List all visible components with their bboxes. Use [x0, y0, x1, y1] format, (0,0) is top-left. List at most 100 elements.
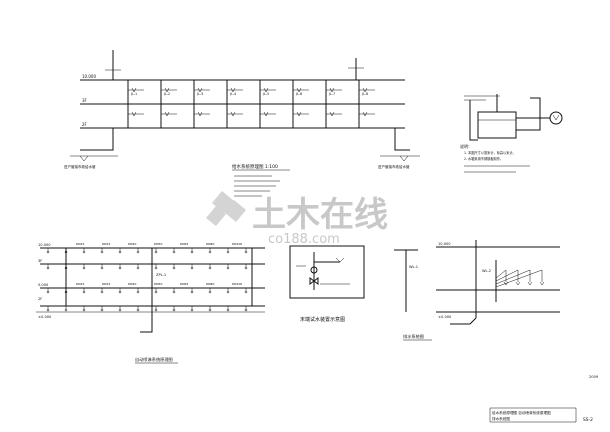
supply-notes	[234, 175, 280, 197]
left-inlet-pipe	[80, 128, 114, 151]
sprinkler-head-icon	[154, 250, 158, 254]
valve-icon	[309, 277, 319, 285]
sprinkler-head-icon	[208, 266, 212, 270]
pipe-size-label: DN65	[180, 242, 188, 246]
sprinkler-head-icon	[244, 308, 248, 312]
drain-branches	[450, 269, 545, 325]
titleblock-line-2: 排水系统图	[492, 416, 510, 421]
sprinkler-head-icon	[118, 290, 122, 294]
sprinkler-head-icon	[190, 308, 194, 312]
sprinkler-diagram-title: 自动喷淋系统原理图	[135, 356, 173, 363]
valve-icon	[362, 87, 368, 93]
pump-icon	[549, 111, 563, 125]
sprinkler-head-icon	[190, 250, 194, 254]
sprinkler-head-icon	[208, 308, 212, 312]
pipe-size-label: DN100	[232, 242, 242, 246]
title-block: 2009 给水系统原理图 自动喷淋系统原理图 排水系统图 SS-2	[489, 375, 599, 423]
drain-branch	[495, 269, 531, 285]
sprinkler-riser-label: ZPL-1	[156, 273, 166, 277]
sprinkler-head-icon	[226, 266, 230, 270]
sprinkler-head-icon	[136, 266, 140, 270]
sprinkler-head-icon	[82, 266, 86, 270]
sprinkler-head-icon	[136, 290, 140, 294]
valve-icon	[329, 87, 335, 93]
drain-outlet-pipe	[450, 317, 477, 325]
valve-icon	[263, 87, 269, 93]
sprinkler-head-icon	[64, 266, 68, 270]
pipe-size-label: DN40	[128, 242, 136, 246]
pipe-size-label: DN40	[128, 282, 136, 286]
titleblock-line-1: 给水系统原理图 自动喷淋系统原理图	[492, 410, 551, 415]
test-valve-diagram: 末端试水装置示意图	[289, 245, 365, 323]
sprinkler-head-icon	[172, 266, 176, 270]
valve-icon	[230, 111, 236, 117]
floor-drain-icon	[515, 281, 521, 286]
valve-icon	[164, 111, 170, 117]
riser-label: JL-8	[361, 92, 368, 96]
sprinkler-system-diagram: DN25DN25DN32DN32DN40DN40DN50DN50DN65DN65…	[36, 242, 265, 364]
pipe-size-label: DN25	[76, 242, 84, 246]
sprinkler-head-icon	[154, 290, 158, 294]
sprinkler-head-icon	[190, 290, 194, 294]
pipe-size-label: DN50	[154, 282, 162, 286]
sprinkler-head-icon	[82, 250, 86, 254]
sprinkler-head-icon	[82, 308, 86, 312]
riser-label: JL-4	[229, 92, 236, 96]
sprinkler-head-icon	[100, 250, 104, 254]
sprinkler-head-icon	[172, 290, 176, 294]
tank-note-2: 2. 水箱采用不锈钢板制作。	[464, 156, 503, 161]
drain-level-top: 10.000	[438, 242, 451, 246]
sprinkler-floor3-label: 3F	[38, 259, 42, 263]
riser-label: JL-6	[295, 92, 302, 96]
drainage-system-diagram: WL-1 WL-2 10.000 ±0.000 排水系统图	[394, 240, 560, 341]
valve-icon	[296, 111, 302, 117]
riser-label: JL-5	[262, 92, 269, 96]
sprinkler-inlet-pipe	[140, 306, 153, 333]
pipe-size-label: DN80	[206, 242, 214, 246]
ground-marker-left-icon	[79, 155, 89, 162]
sprinkler-head-icon	[100, 290, 104, 294]
drain-riser-label-2: WL-2	[482, 269, 491, 273]
supply-diagram-title: 给水系统原理图 1:100	[232, 163, 278, 170]
floor2-label: 2F	[82, 122, 88, 127]
right-inlet-pipe	[394, 128, 410, 151]
watermark-brand: 土木在线	[252, 195, 388, 235]
level-top-label: 10.000	[82, 74, 96, 79]
sprinkler-head-icon	[46, 266, 50, 270]
watermark-url: co188.com	[268, 232, 340, 247]
sprinkler-head-icon	[64, 308, 68, 312]
sprinkler-head-icon	[64, 250, 68, 254]
pipe-size-label: DN100	[232, 282, 242, 286]
riser-label: JL-1	[130, 92, 137, 96]
watermark-logo-icon	[206, 191, 246, 226]
riser-label: JL-2	[163, 92, 170, 96]
watermark: 土木在线 co188.com	[206, 191, 388, 247]
valve-icon	[197, 111, 203, 117]
sprinkler-head-icon	[244, 250, 248, 254]
valve-icon	[131, 87, 137, 93]
drain-branch	[495, 269, 543, 288]
sprinkler-head-icon	[208, 250, 212, 254]
sprinkler-head-icon	[172, 250, 176, 254]
valve-icon	[296, 87, 302, 93]
sprinkler-head-icon	[154, 308, 158, 312]
sprinkler-head-icon	[136, 250, 140, 254]
tank-note-1: 1. 本图尺寸以毫米计，标高以米计。	[464, 150, 516, 155]
valve-icon	[164, 87, 170, 93]
riser-label: JL-7	[328, 92, 335, 96]
pipe-size-label: DN32	[102, 242, 110, 246]
sprinkler-head-icon	[100, 308, 104, 312]
tank-overflow-pipe	[469, 100, 478, 141]
sprinkler-level-ground: ±0.000	[38, 315, 52, 319]
drain-diagram-title: 排水系统图	[403, 333, 424, 340]
tank-return-pipe	[516, 97, 541, 131]
pipe-size-label: DN50	[154, 242, 162, 246]
sprinkler-head-icon	[100, 266, 104, 270]
sprinkler-head-icon	[118, 250, 122, 254]
sprinkler-head-icon	[82, 290, 86, 294]
pipe-size-label: DN32	[102, 282, 110, 286]
drain-riser-label-1: WL-1	[409, 265, 418, 269]
